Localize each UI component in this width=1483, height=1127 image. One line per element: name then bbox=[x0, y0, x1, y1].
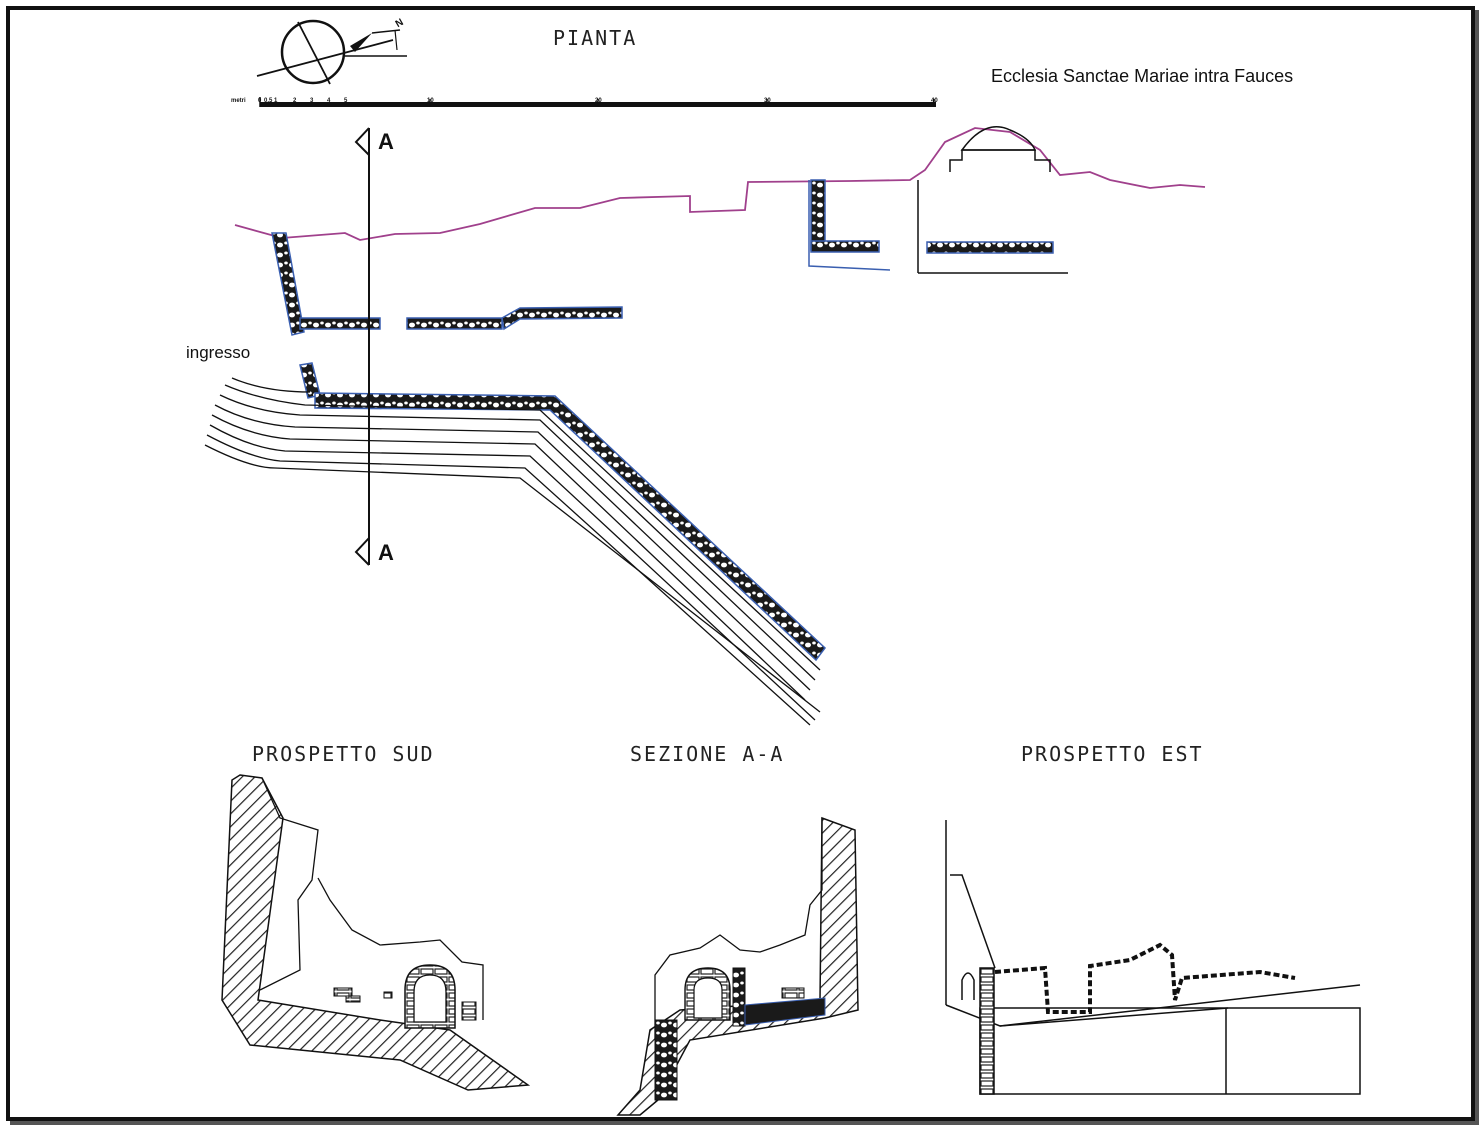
plan-outline-north bbox=[808, 180, 891, 271]
scale-tick-2: 2 bbox=[293, 98, 297, 104]
wall-plan-nave-n1 bbox=[299, 317, 381, 330]
wall-plan-nave-n3 bbox=[501, 306, 623, 331]
scale-tick-3: 3 bbox=[310, 98, 314, 104]
scale-tick-0: 0 bbox=[258, 98, 262, 104]
east-elevation-title: PROSPETTO EST bbox=[1021, 742, 1204, 766]
scale-tick-1: 1 bbox=[274, 98, 278, 104]
section-marker-top: A bbox=[378, 129, 394, 154]
scale-tick-30: 30 bbox=[764, 98, 771, 104]
scale-tick-20: 20 bbox=[595, 98, 602, 104]
wall-plan-north-pier bbox=[810, 179, 826, 251]
scale-tick-4: 4 bbox=[327, 98, 331, 104]
wall-plan-south bbox=[314, 392, 827, 662]
section-marker-bottom: A bbox=[378, 540, 394, 565]
rock-strata bbox=[204, 377, 821, 726]
scale-tick-10: 10 bbox=[427, 98, 434, 104]
church-name: Ecclesia Sanctae Mariae intra Fauces bbox=[991, 66, 1294, 86]
wall-plan-north-stub bbox=[810, 240, 880, 253]
scale-tick-5: 5 bbox=[344, 98, 348, 104]
scale-tick-40: 40 bbox=[931, 98, 938, 104]
south-elevation bbox=[221, 774, 531, 1091]
scale-tick-0-5: 0.5 bbox=[264, 98, 273, 104]
wall-plan-apse-base bbox=[926, 241, 1054, 254]
north-arrow-icon bbox=[256, 19, 407, 85]
scale-labels: metri 0 0.5 1 2 3 4 5 10 20 30 40 bbox=[231, 98, 938, 104]
section-line-a-a bbox=[354, 127, 370, 566]
plan-walls bbox=[271, 179, 1054, 662]
section-title: SEZIONE A-A bbox=[630, 742, 785, 766]
wall-plan-west-upper bbox=[271, 232, 305, 336]
scale-unit: metri bbox=[231, 98, 246, 104]
apse-plan bbox=[917, 126, 1068, 274]
entrance-label: ingresso bbox=[186, 343, 251, 362]
scale-bar bbox=[259, 97, 936, 107]
south-elevation-title: PROSPETTO SUD bbox=[252, 742, 435, 766]
wall-plan-nave-n2 bbox=[406, 317, 503, 330]
terrain-line bbox=[234, 127, 1206, 241]
plan-title: PIANTA bbox=[553, 26, 638, 50]
section-a-a bbox=[616, 816, 859, 1116]
east-elevation bbox=[945, 820, 1361, 1095]
